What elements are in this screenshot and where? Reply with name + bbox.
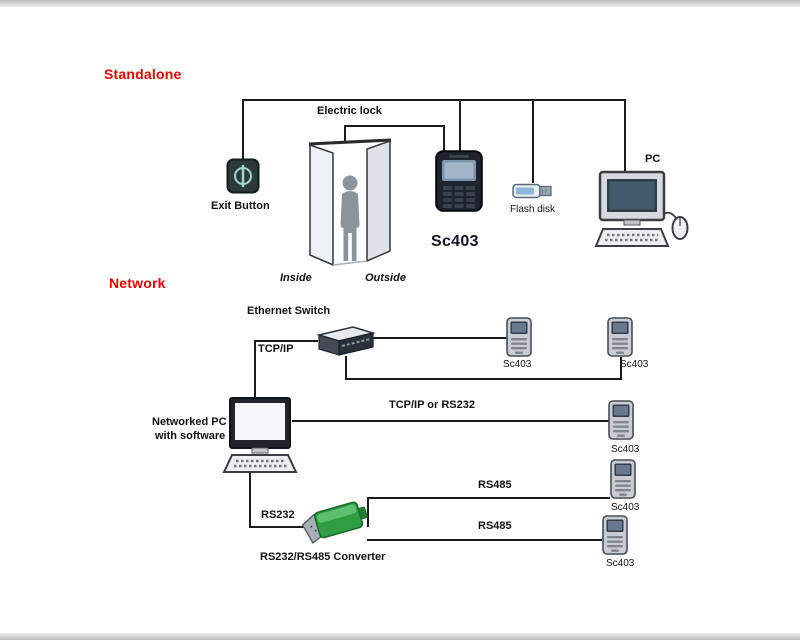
exit-button-icon <box>226 158 260 194</box>
networked-pc-icon <box>222 397 298 473</box>
rs485-lower-label: RS485 <box>478 520 512 532</box>
sc403-device-icon <box>610 459 636 499</box>
rs232-rs485-converter-icon <box>301 501 368 544</box>
door-icon <box>308 138 392 267</box>
keyboard-icon <box>222 454 298 473</box>
exit-button-label: Exit Button <box>211 200 270 212</box>
ethernet-switch-icon <box>316 326 376 356</box>
sc403-device-icon <box>602 515 628 555</box>
electric-lock-label: Electric lock <box>317 105 382 117</box>
connector-line <box>459 99 461 152</box>
connector-line <box>292 420 610 422</box>
bottom-border-band <box>0 633 800 640</box>
connector-line <box>345 378 622 380</box>
sc403-switch2-label: Sc403 <box>620 359 649 370</box>
connector-line <box>367 539 602 541</box>
sc403-rs485-1-label: Sc403 <box>611 502 640 513</box>
mouse-icon <box>663 211 689 240</box>
connector-line <box>372 337 508 339</box>
flash-disk-label: Flash disk <box>510 204 556 215</box>
keyboard-icon <box>594 228 670 247</box>
connector-line <box>367 497 610 499</box>
sc403-rs485-2-label: Sc403 <box>606 558 635 569</box>
outside-label: Outside <box>365 272 406 284</box>
connector-line <box>242 99 626 101</box>
connector-line <box>249 472 251 528</box>
connector-line <box>367 497 369 527</box>
standalone-section-title: Standalone <box>104 66 182 82</box>
sc403-main-label: Sc403 <box>431 233 479 250</box>
pc-icon <box>594 170 689 247</box>
converter-label: RS232/RS485 Converter <box>260 551 386 563</box>
tcpip-or-rs232-label: TCP/IP or RS232 <box>389 399 475 411</box>
networked-pc-label-line1: Networked PC <box>152 416 227 428</box>
rs485-upper-label: RS485 <box>478 479 512 491</box>
sc403-direct-label: Sc403 <box>611 444 640 455</box>
connector-line <box>620 357 622 380</box>
connector-line <box>254 340 256 398</box>
ethernet-switch-label: Ethernet Switch <box>247 305 331 317</box>
connector-line <box>254 340 318 342</box>
connector-line <box>624 99 626 173</box>
sc403-device-icon <box>506 317 532 357</box>
keypad <box>443 186 475 208</box>
connector-line <box>242 99 244 161</box>
connector-line <box>532 99 534 183</box>
networked-pc-label-line2: with software <box>155 430 226 442</box>
rs232-label: RS232 <box>261 509 295 521</box>
sc403-terminal-icon <box>435 150 483 212</box>
pc-label: PC <box>645 153 661 165</box>
sc403-device-icon <box>607 317 633 357</box>
flash-disk-icon <box>512 183 552 199</box>
monitor-icon <box>598 170 666 226</box>
person-icon <box>340 175 360 261</box>
top-border-band <box>0 0 800 7</box>
network-section-title: Network <box>109 275 166 291</box>
tcpip-label: TCP/IP <box>258 343 294 355</box>
sc403-device-icon <box>608 400 634 440</box>
connector-line <box>344 125 444 127</box>
connector-line <box>344 125 346 143</box>
inside-label: Inside <box>280 272 312 284</box>
sc403-switch1-label: Sc403 <box>503 359 532 370</box>
connector-line <box>345 356 347 380</box>
connector-line <box>443 125 445 153</box>
monitor-icon <box>229 397 291 454</box>
connector-line <box>249 526 306 528</box>
